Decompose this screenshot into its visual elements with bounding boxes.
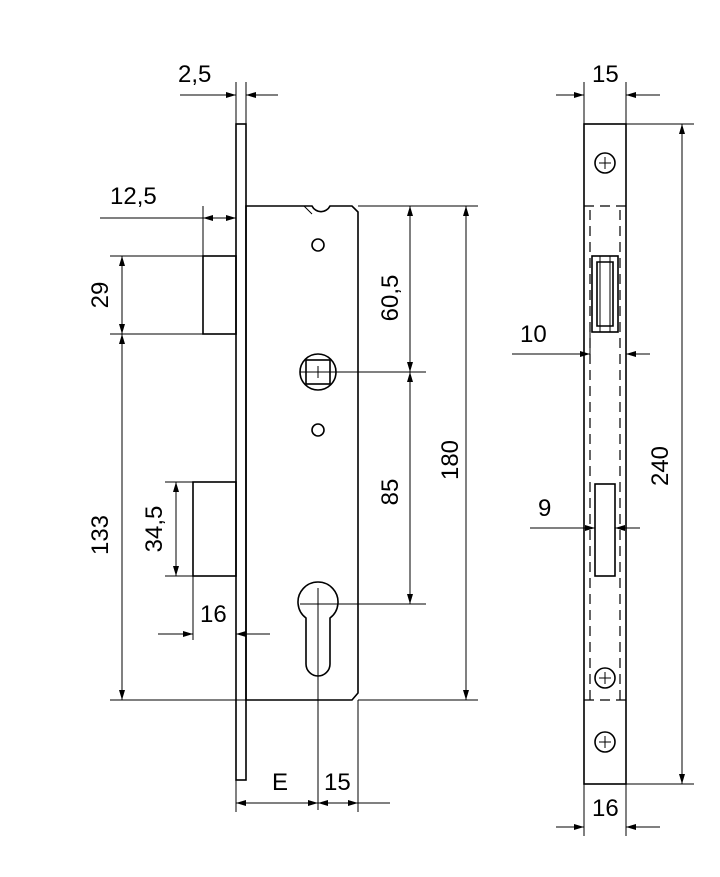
deadbolt [192, 481, 237, 577]
dim-faceplate-width-top: 15 [592, 61, 619, 88]
dim-bolt-width: 16 [200, 601, 227, 628]
dim-bolt-height: 34,5 [141, 506, 168, 553]
lock-case [245, 205, 359, 701]
dim-spindle-to-cylinder: 85 [377, 479, 404, 506]
side-view: 15 10 9 240 16 [512, 61, 694, 836]
bolt-opening [594, 483, 616, 577]
latch-opening [591, 255, 619, 333]
screw-hole-3 [594, 731, 616, 753]
dim-case-height: 180 [437, 440, 464, 480]
dim-backset: E [272, 769, 288, 796]
screw-hole-2 [594, 667, 616, 689]
dim-top-to-spindle: 60,5 [377, 275, 404, 322]
dim-latch-opening: 10 [520, 321, 547, 348]
latch [202, 255, 237, 335]
dim-faceplate-thickness: 2,5 [178, 61, 211, 88]
screw-hole-middle [311, 423, 325, 437]
screw-hole-1 [594, 152, 616, 174]
screw-hole-top [311, 238, 325, 252]
dim-latch-height: 29 [87, 282, 114, 309]
dim-bolt-projection: 12,5 [110, 183, 157, 210]
dim-faceplate-width-bottom: 16 [592, 795, 619, 822]
faceplate [235, 123, 247, 781]
dim-bolt-opening: 9 [538, 495, 551, 522]
dim-faceplate-length: 240 [647, 446, 674, 486]
dim-cylinder-offset: 15 [324, 769, 351, 796]
dim-latch-to-bottom: 133 [87, 515, 114, 555]
front-view: 2,5 12,5 29 133 34,5 16 60,5 85 180 E 15 [87, 61, 478, 812]
side-faceplate [583, 123, 627, 785]
